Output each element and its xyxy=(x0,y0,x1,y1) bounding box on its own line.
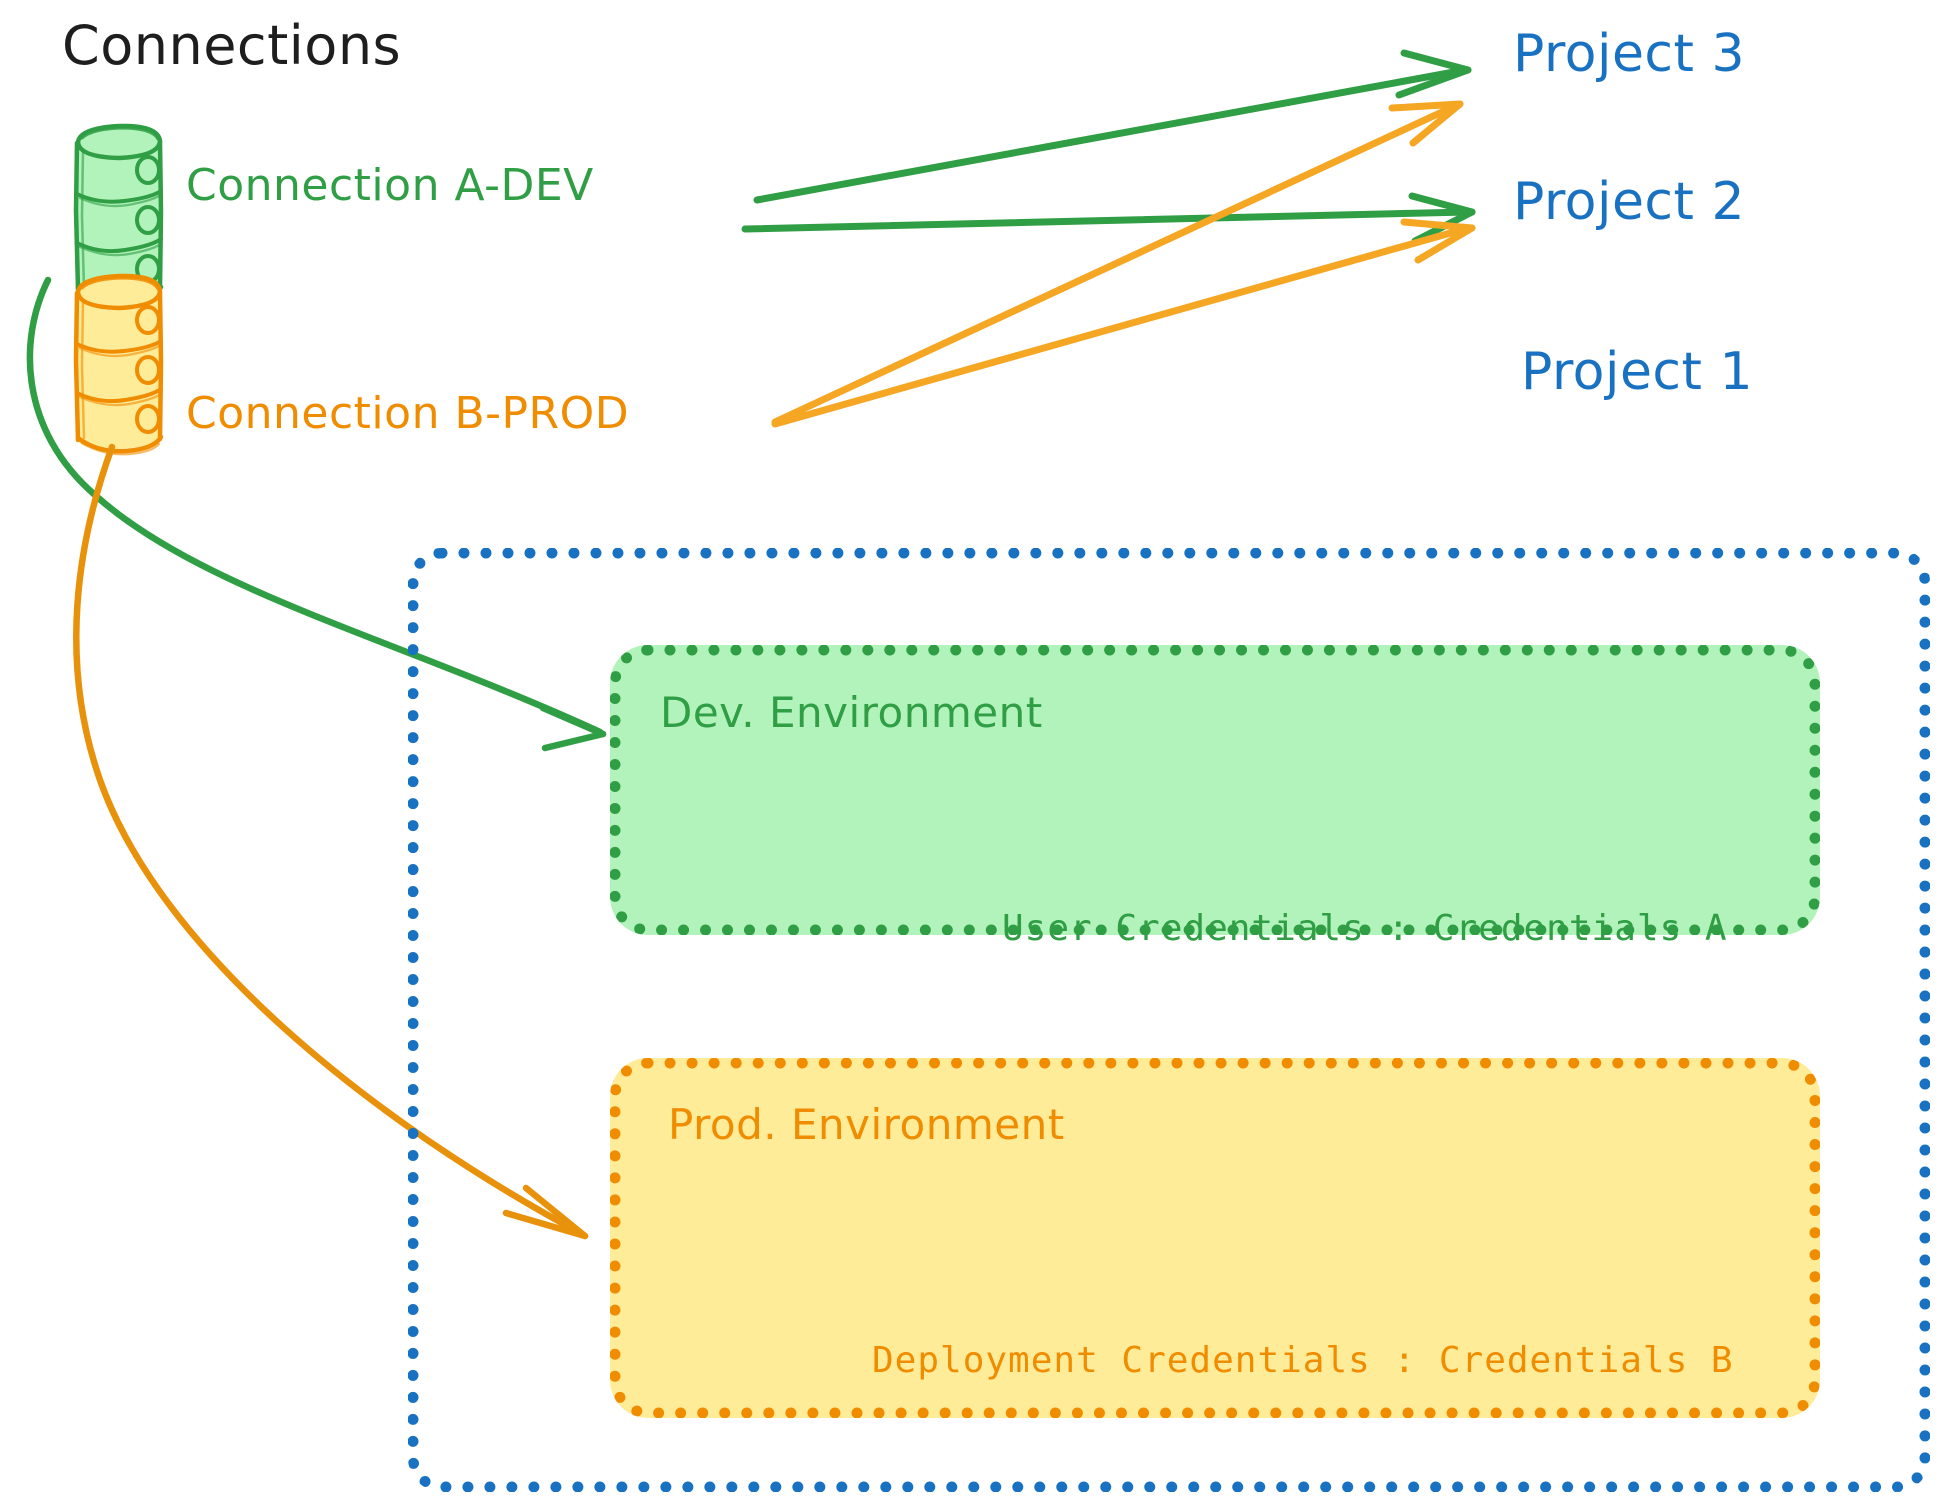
project-label-project-2[interactable]: Project 2 xyxy=(1513,172,1746,232)
project-label-project-3[interactable]: Project 3 xyxy=(1513,24,1746,84)
edge-a-dev-to-project-2 xyxy=(741,192,1476,245)
connection-label-a-dev[interactable]: Connection A-DEV xyxy=(186,160,594,211)
edge-a-dev-to-project-3 xyxy=(753,49,1472,204)
page-title: Connections xyxy=(62,14,402,77)
prod-environment-box[interactable] xyxy=(610,1058,1820,1418)
connection-label-b-prod[interactable]: Connection B-PROD xyxy=(186,388,630,439)
edge-b-prod-to-project-3 xyxy=(771,100,1464,426)
prod-environment-credentials: Deployment Credentials : Credentials B xyxy=(872,1340,1734,1381)
project-label-project-1[interactable]: Project 1 xyxy=(1521,342,1754,402)
prod-environment-title: Prod. Environment xyxy=(668,1100,1065,1149)
database-icon-b-prod[interactable] xyxy=(73,273,164,456)
dev-environment-credentials: User Credentials : Credentials A xyxy=(1002,908,1728,949)
edge-a-dev-to-dev-environment xyxy=(26,276,607,752)
dev-environment-title: Dev. Environment xyxy=(660,688,1043,737)
project-1-container xyxy=(408,548,1930,1492)
edge-b-prod-to-project-2 xyxy=(771,218,1476,428)
dev-environment-box[interactable] xyxy=(610,645,1820,935)
